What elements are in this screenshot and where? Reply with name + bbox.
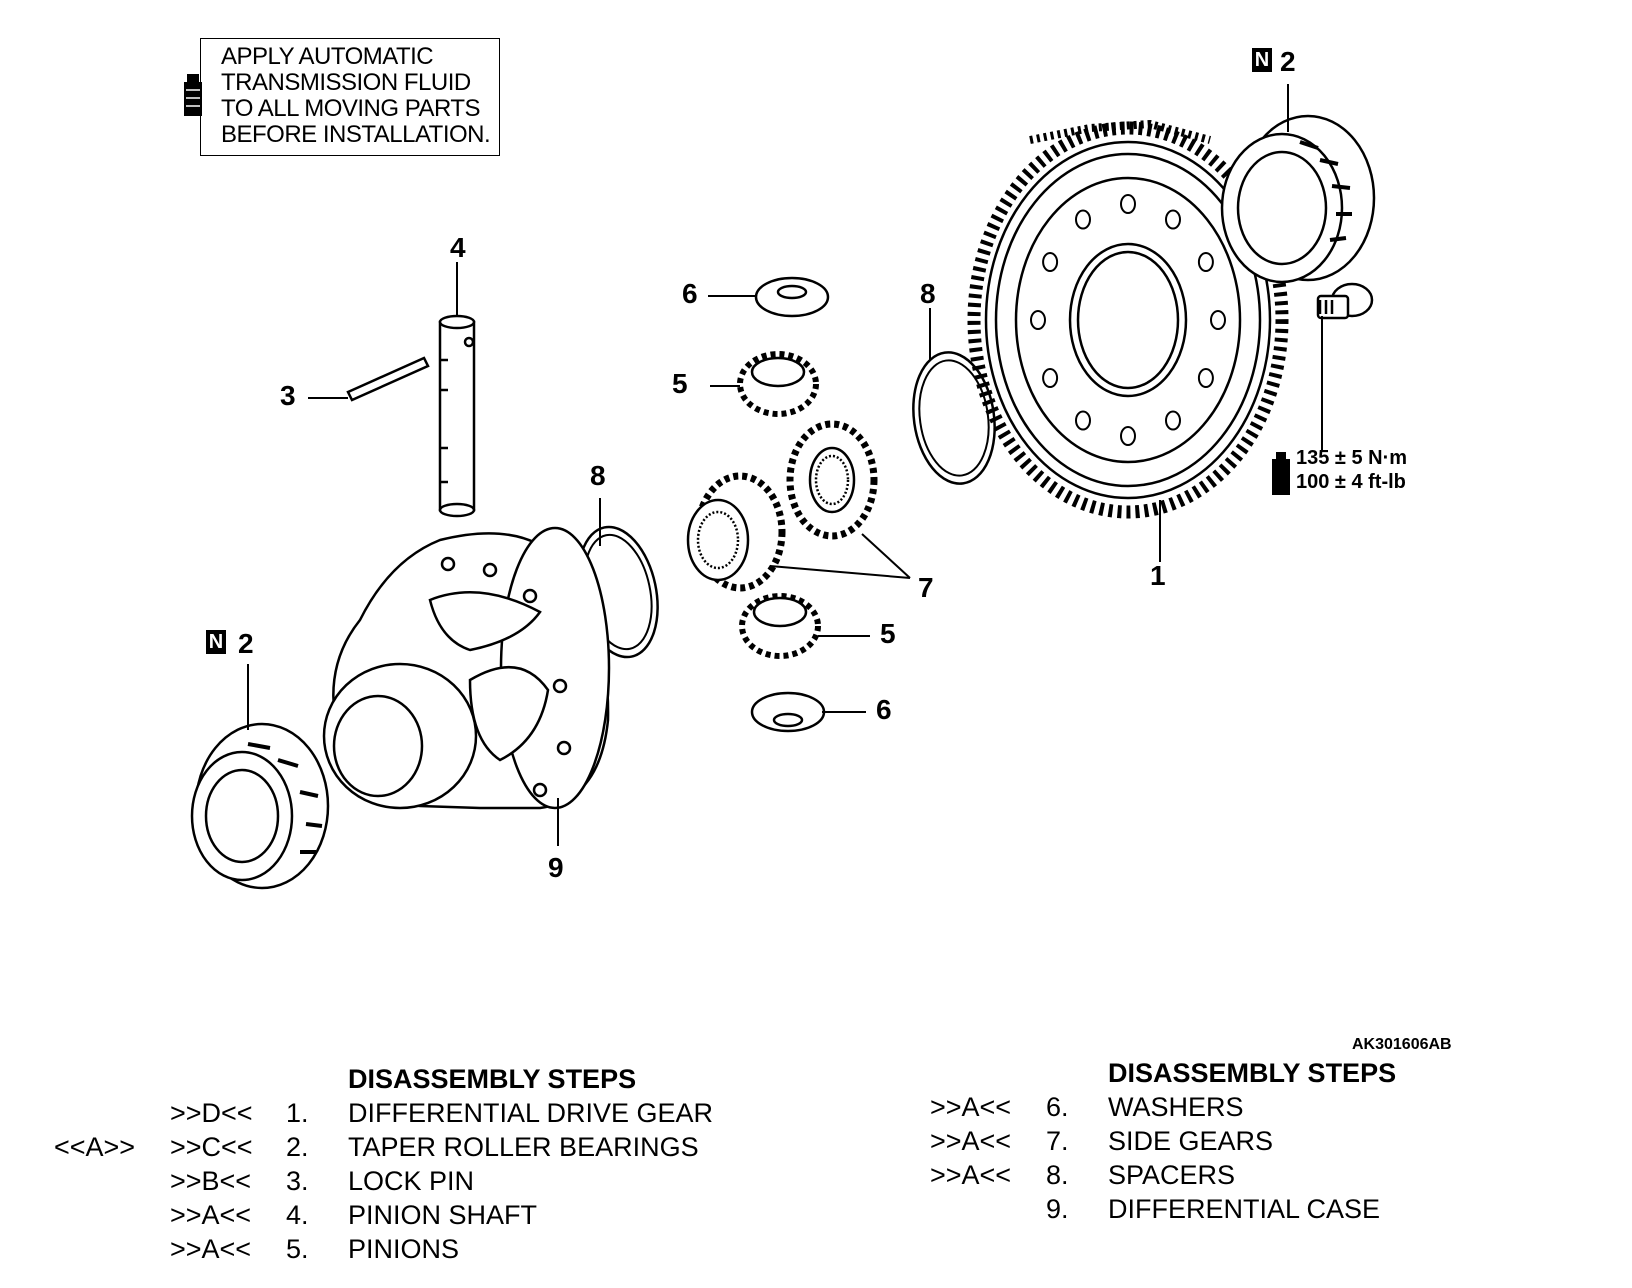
bolt-hole <box>1165 410 1181 431</box>
callout-6-bottom: 6 <box>876 694 892 725</box>
torque-imperial: 100 ± 4 ft-lb <box>1296 471 1406 493</box>
callout-9: 9 <box>548 852 564 883</box>
pinion-bottom <box>739 593 821 659</box>
callout-7: 7 <box>918 572 934 603</box>
callout-8-left: 8 <box>590 460 606 491</box>
bolt-hole <box>1075 410 1091 431</box>
fluid-bottle-icon <box>184 74 202 116</box>
gear-bolt-holes <box>1030 194 1226 446</box>
steps-left-title: DISASSEMBLY STEPS <box>348 1064 637 1094</box>
bolt-hole <box>1197 368 1214 388</box>
leader-lines <box>247 84 1323 846</box>
note-box: APPLY AUTOMATIC TRANSMISSION FLUID TO AL… <box>200 38 500 156</box>
left-taper-roller-bearing <box>190 722 330 890</box>
drive-gear-bolt <box>1316 282 1374 320</box>
bolt-hole <box>1120 426 1136 446</box>
callout-2-left: 2 <box>238 628 254 659</box>
side-gear-upper <box>786 420 878 540</box>
pinion-shaft <box>438 314 476 518</box>
pinion-top <box>737 351 819 417</box>
differential-case <box>322 526 611 810</box>
figure-code: AK301606AB <box>1352 1036 1452 1053</box>
torque-metric: 135 ± 5 N·m <box>1296 447 1408 469</box>
bolt-hole <box>1030 310 1046 330</box>
callout-3: 3 <box>280 380 296 411</box>
callout-6-top: 6 <box>682 278 698 309</box>
callout-5-top: 5 <box>672 368 688 399</box>
note-line-1: APPLY AUTOMATIC <box>221 43 434 70</box>
washer-top <box>754 276 830 318</box>
torque-fluid-icon <box>1272 452 1290 495</box>
side-gear-lower <box>686 472 786 592</box>
callout-1: 1 <box>1150 560 1166 591</box>
callout-8-right: 8 <box>920 278 936 309</box>
bolt-hole <box>1042 252 1059 272</box>
new-part-symbol-left: N <box>206 630 226 654</box>
note-line-2: TRANSMISSION FLUID <box>221 69 471 96</box>
bolt-hole <box>1042 368 1059 388</box>
bolt-hole <box>1197 252 1214 272</box>
note-line-4: BEFORE INSTALLATION. <box>221 121 491 148</box>
differential-drive-gear <box>967 119 1289 519</box>
spacer-right <box>912 351 996 485</box>
note-line-3: TO ALL MOVING PARTS <box>221 95 481 122</box>
bolt-hole <box>1210 310 1226 330</box>
bolt-hole <box>1165 209 1181 230</box>
lock-pin <box>346 356 430 402</box>
washer-bottom <box>750 691 826 733</box>
new-part-symbol-right: N <box>1252 48 1272 72</box>
callout-5-bottom: 5 <box>880 618 896 649</box>
callout-4: 4 <box>450 232 466 263</box>
bolt-hole <box>1075 209 1091 230</box>
bolt-hole <box>1120 194 1136 214</box>
steps-right-title: DISASSEMBLY STEPS <box>1108 1058 1397 1088</box>
right-taper-roller-bearing <box>1220 114 1376 284</box>
callout-2-right: 2 <box>1280 46 1296 77</box>
